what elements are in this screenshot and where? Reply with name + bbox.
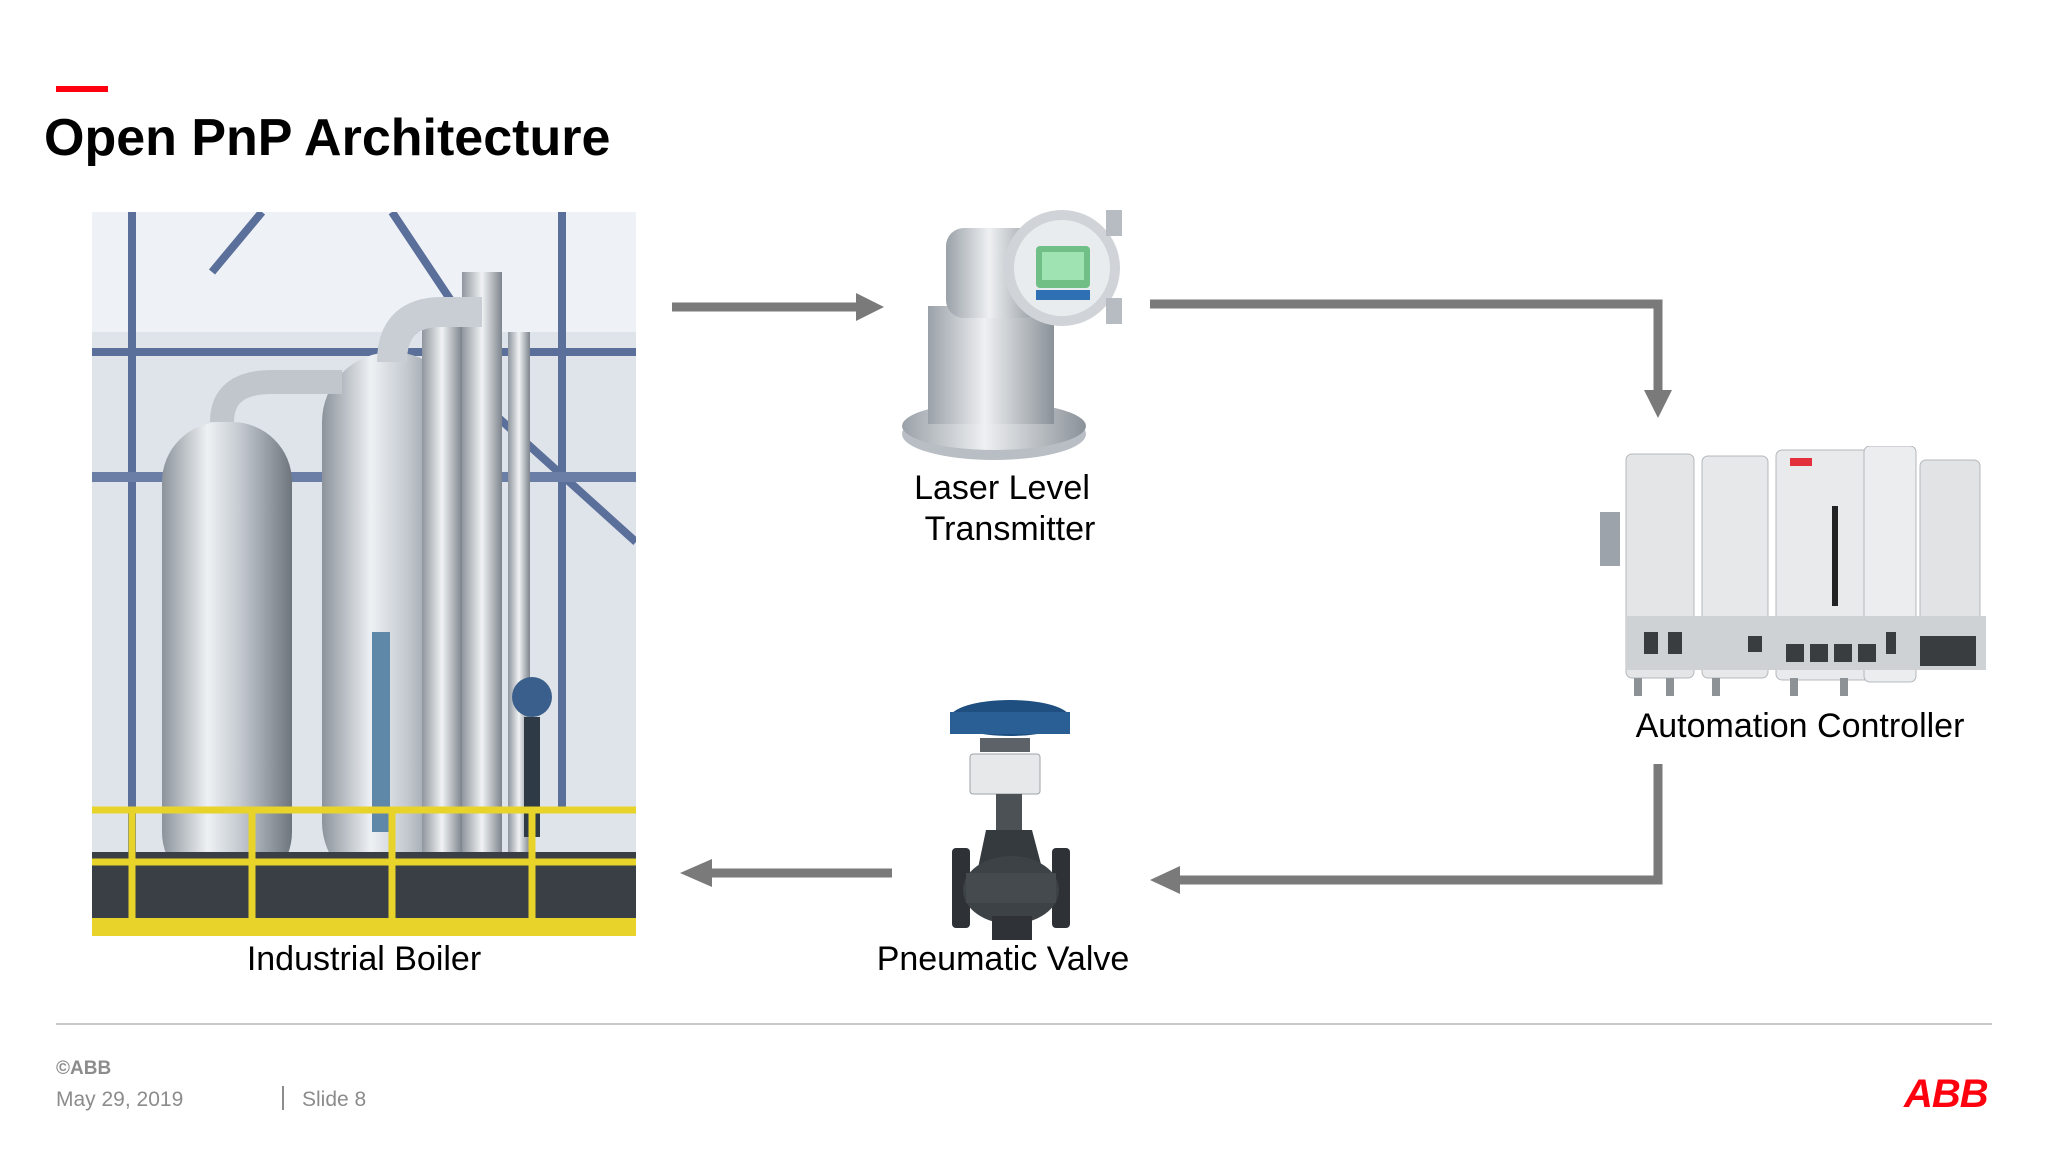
arrowhead-left-valve bbox=[680, 859, 712, 887]
valve-label: Pneumatic Valve bbox=[876, 940, 1130, 978]
footer-separator bbox=[282, 1086, 284, 1110]
arrowhead-right bbox=[856, 293, 884, 321]
footer-slide-number: Slide 8 bbox=[302, 1088, 367, 1111]
arrow-transmitter-to-controller bbox=[1150, 299, 1663, 392]
automation-controller-image bbox=[1600, 446, 1986, 704]
boiler-label: Industrial Boiler bbox=[246, 940, 482, 978]
transmitter-label-line1: Laser Level bbox=[914, 469, 1090, 507]
title-accent-bar bbox=[56, 86, 108, 92]
footer-copyright: ©ABB bbox=[56, 1058, 112, 1079]
arrowhead-left-controller bbox=[1150, 866, 1180, 894]
abb-logo: ABB bbox=[1904, 1072, 1989, 1116]
footer-date: May 29, 2019 bbox=[56, 1088, 184, 1111]
laser-level-transmitter-image bbox=[886, 206, 1134, 464]
controller-label: Automation Controller bbox=[1635, 707, 1965, 745]
transmitter-label-line2: Transmitter bbox=[924, 510, 1096, 548]
arrow-controller-to-valve bbox=[1176, 764, 1663, 885]
footer-divider bbox=[56, 1023, 1992, 1025]
slide-title: Open PnP Architecture bbox=[44, 109, 611, 167]
arrowhead-down bbox=[1644, 390, 1672, 418]
pneumatic-valve-image bbox=[936, 698, 1086, 942]
industrial-boiler-image bbox=[92, 212, 636, 936]
